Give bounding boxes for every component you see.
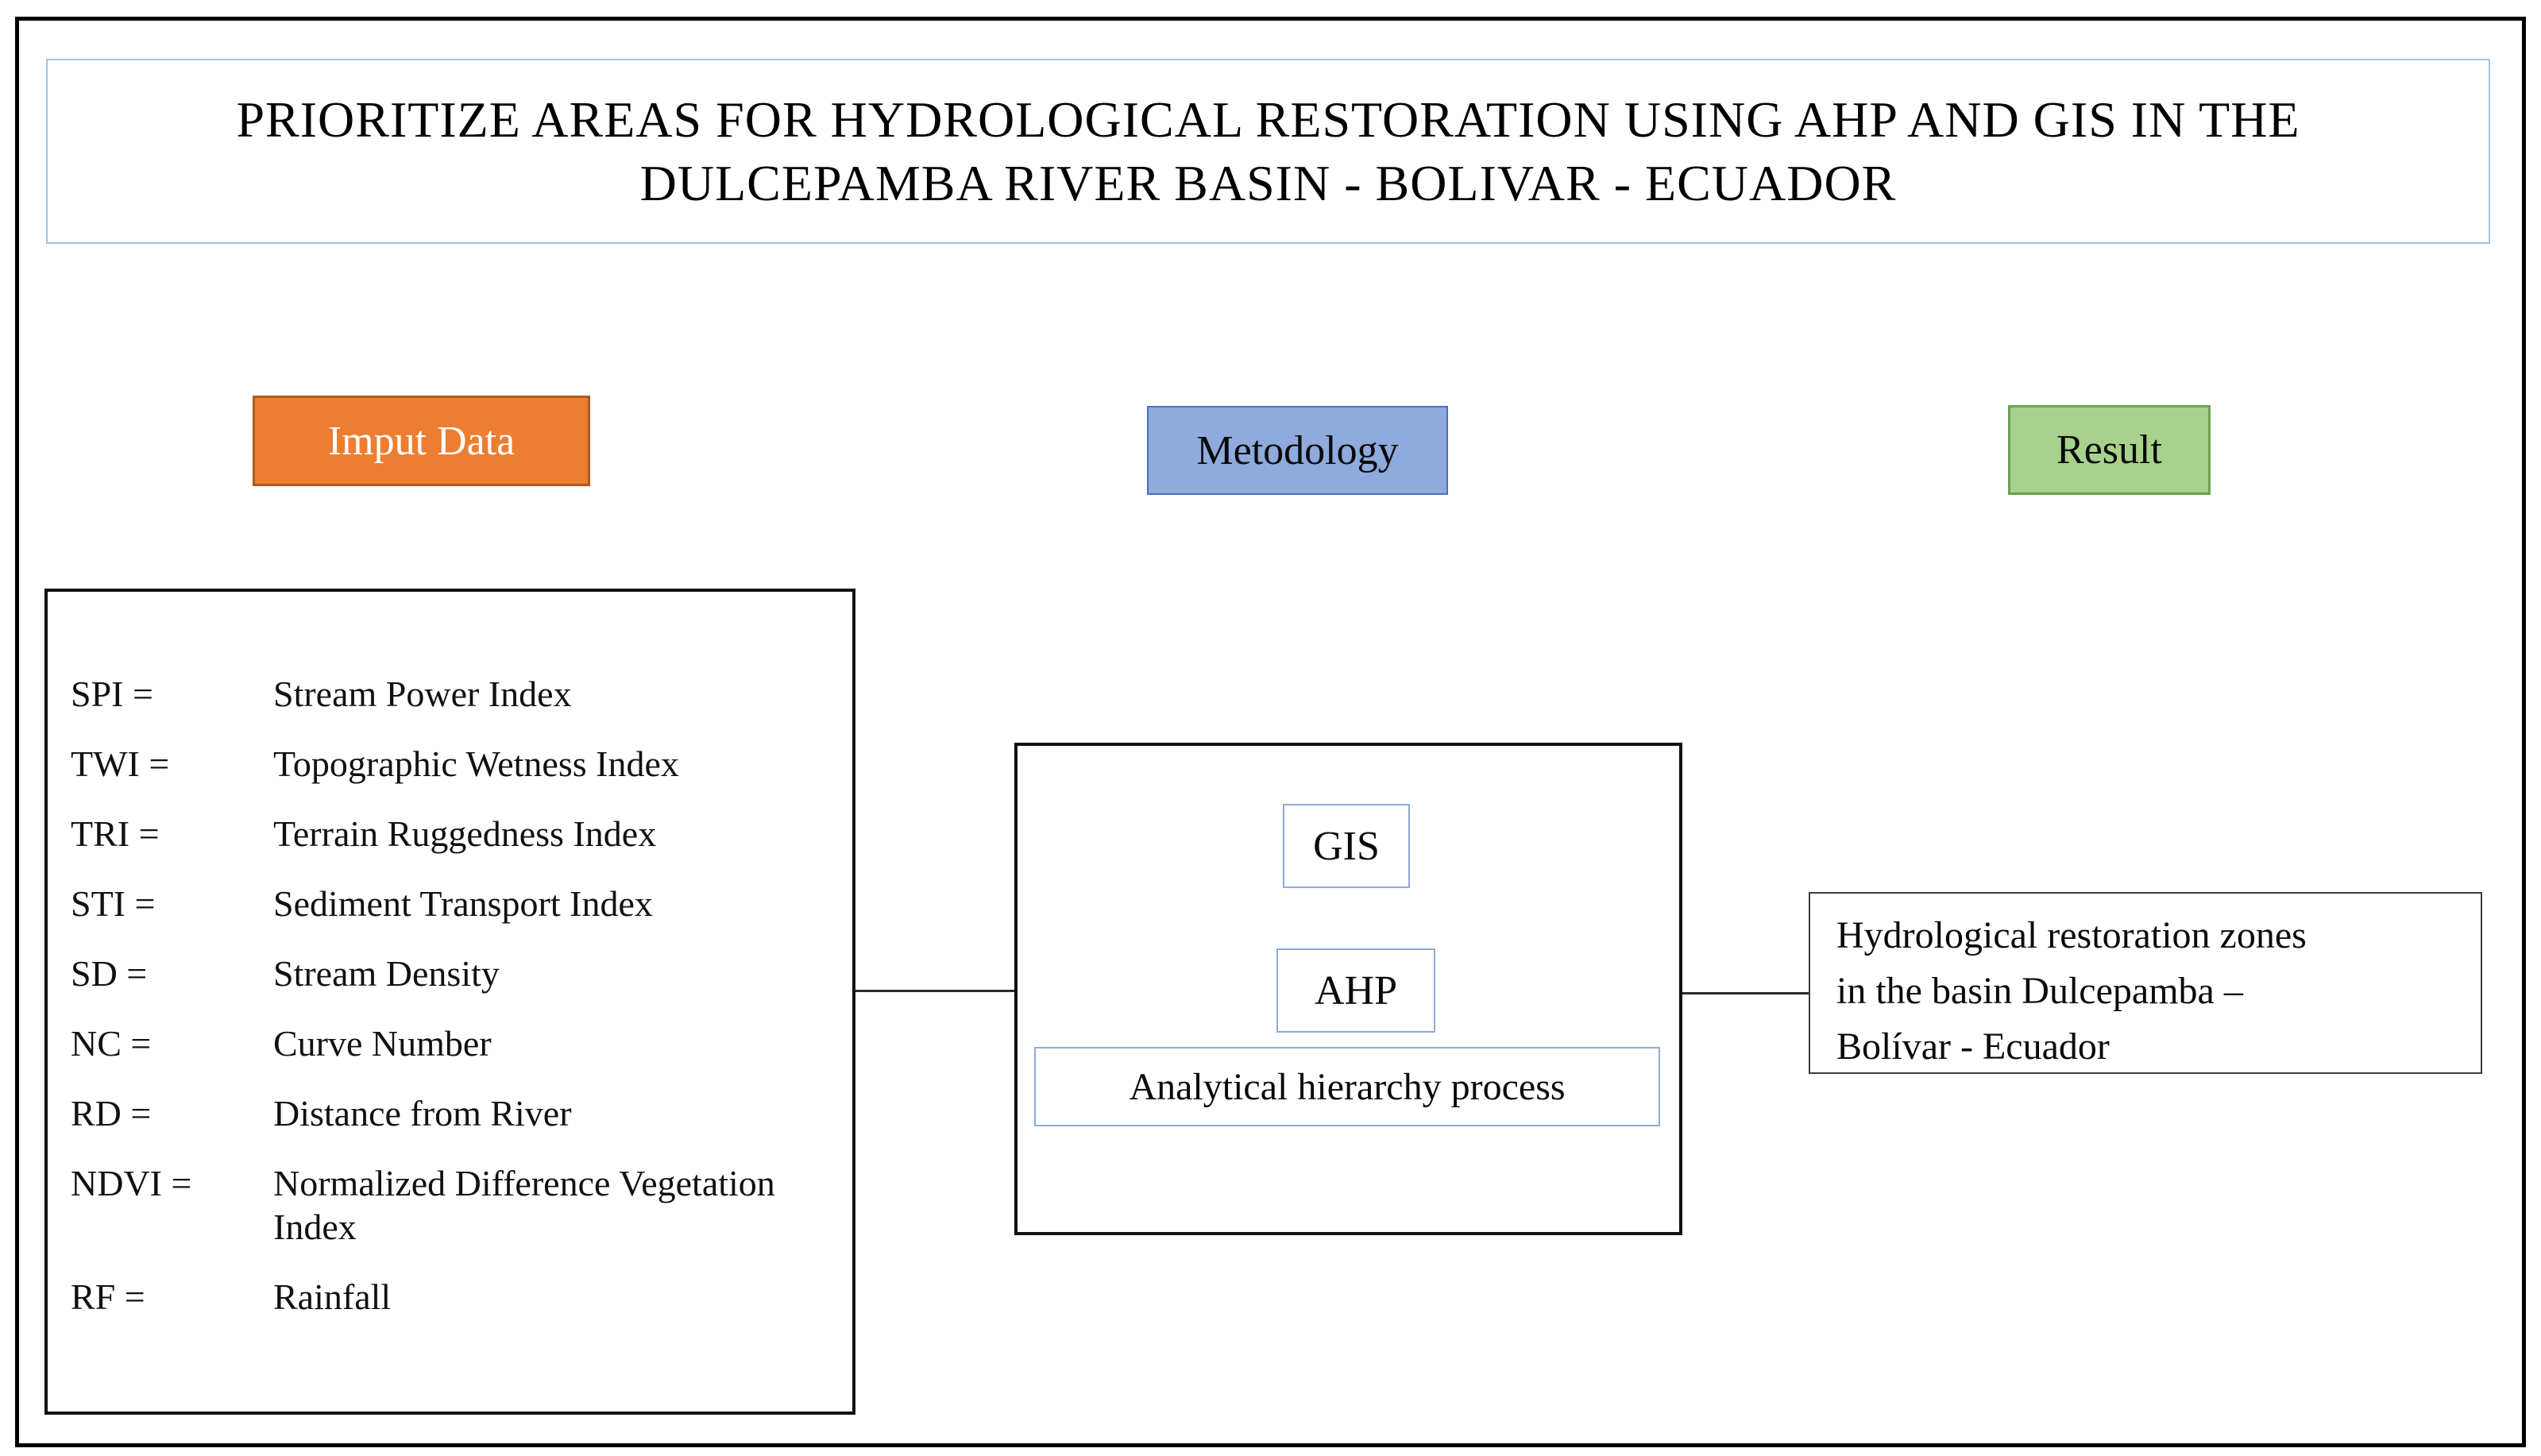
abbr-definition: Stream Density <box>273 953 500 994</box>
page-title-line-2: DULCEPAMBA RIVER BASIN - BOLIVAR - ECUAD… <box>639 154 1897 211</box>
abbr-label: STI = <box>71 883 156 924</box>
abbr-label: SPI = <box>71 674 153 714</box>
abbr-definition: Normalized Difference Vegetation Index <box>273 1163 775 1247</box>
abbr-definition: Sediment Transport Index <box>273 883 653 924</box>
result-text-line-2: in the basin Dulcepamba – <box>1836 970 2243 1012</box>
abbreviation-row: NC = Curve Number <box>71 1022 836 1065</box>
abbreviation-row: SD = Stream Density <box>71 952 836 995</box>
abbr-label: NDVI = <box>71 1163 192 1203</box>
abbreviation-row: RF = Rainfall <box>71 1275 836 1319</box>
abbr-label: RF = <box>71 1276 145 1317</box>
result-box: Hydrological restoration zones in the ba… <box>1809 892 2482 1074</box>
abbr-label: TWI = <box>71 743 170 784</box>
abbr-definition: Distance from River <box>273 1093 572 1134</box>
connector-methodology-to-result <box>1682 992 1809 994</box>
input-data-header: Imput Data <box>253 396 590 486</box>
abbr-label: TRI = <box>71 813 160 854</box>
abbr-definition: Terrain Ruggedness Index <box>273 813 657 854</box>
input-data-box: SPI = Stream Power Index TWI = Topograph… <box>44 589 855 1415</box>
abbr-label: NC = <box>71 1023 152 1064</box>
abbreviation-row: STI = Sediment Transport Index <box>71 882 836 925</box>
abbreviation-row: TWI = Topographic Wetness Index <box>71 742 836 786</box>
outer-frame <box>15 17 2526 1447</box>
abbreviation-row: SPI = Stream Power Index <box>71 672 836 716</box>
page-title-line-1: PRIORITIZE AREAS FOR HYDROLOGICAL RESTOR… <box>236 91 2300 148</box>
connector-input-to-methodology <box>855 990 1014 992</box>
abbr-label: RD = <box>71 1093 152 1134</box>
abbreviation-row: RD = Distance from River <box>71 1091 836 1135</box>
abbr-definition: Topographic Wetness Index <box>273 743 679 784</box>
abbreviation-row: NDVI = Normalized Difference Vegetation … <box>71 1161 836 1249</box>
analytical-hierarchy-process-box: Analytical hierarchy process <box>1034 1047 1660 1126</box>
title-box: PRIORITIZE AREAS FOR HYDROLOGICAL RESTOR… <box>46 59 2490 244</box>
methodology-header: Metodology <box>1147 406 1448 495</box>
ahp-box: AHP <box>1276 948 1435 1033</box>
abbreviation-row: TRI = Terrain Ruggedness Index <box>71 812 836 855</box>
methodology-box <box>1014 743 1682 1235</box>
abbr-label: SD = <box>71 953 148 994</box>
result-text-line-1: Hydrological restoration zones <box>1836 914 2307 956</box>
abbr-definition: Curve Number <box>273 1023 492 1064</box>
result-text-line-3: Bolívar - Ecuador <box>1836 1025 2110 1068</box>
result-header: Result <box>2008 405 2211 495</box>
gis-box: GIS <box>1283 804 1410 888</box>
abbr-definition: Rainfall <box>273 1276 392 1317</box>
abbr-definition: Stream Power Index <box>273 674 572 714</box>
